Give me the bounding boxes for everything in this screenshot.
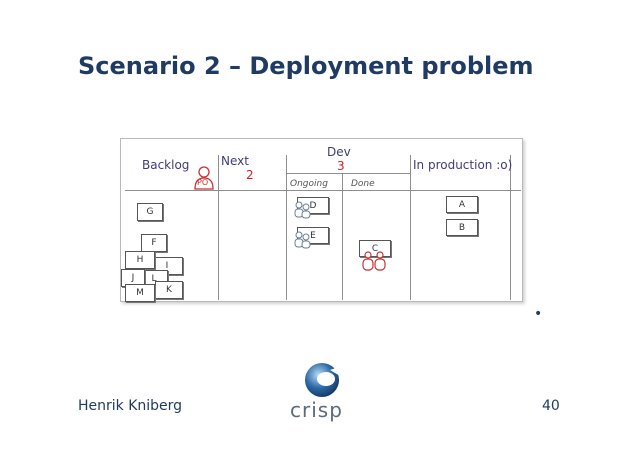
crisp-logo: crisp	[286, 360, 358, 422]
card-f[interactable]: F	[141, 234, 167, 252]
dev-wip-limit: 3	[337, 159, 345, 173]
product-owner-icon: PO	[193, 166, 215, 190]
card-k[interactable]: K	[155, 281, 183, 299]
next-wip-limit: 2	[246, 168, 254, 182]
prod-right-border	[510, 155, 511, 300]
next-dev-divider	[286, 155, 287, 300]
bullet-point: •	[534, 306, 543, 322]
developers-icon	[293, 201, 313, 219]
page-number: 40	[542, 398, 560, 414]
column-in-production: In production :o)	[413, 158, 513, 172]
column-next: Next	[221, 154, 249, 168]
dev-prod-divider	[410, 155, 411, 300]
card-g[interactable]: G	[137, 203, 163, 221]
header-divider	[125, 190, 521, 191]
dev-subheader-line	[287, 173, 410, 174]
card-b[interactable]: B	[446, 219, 478, 236]
developers-icon	[293, 231, 313, 249]
po-label: PO	[197, 178, 209, 187]
crisp-logo-icon	[305, 363, 342, 397]
author-name: Henrik Kniberg	[78, 398, 183, 414]
subcolumn-ongoing: Ongoing	[290, 179, 328, 189]
column-dev: Dev	[327, 145, 351, 159]
card-a[interactable]: A	[446, 196, 478, 213]
column-backlog: Backlog	[142, 158, 190, 172]
card-m[interactable]: M	[125, 284, 155, 302]
slide-title: Scenario 2 – Deployment problem	[78, 52, 534, 80]
card-h[interactable]: H	[125, 251, 155, 269]
kanban-board: Backlog Next 2 Dev 3 Ongoing Done In pro…	[120, 138, 523, 302]
logo-text: crisp	[290, 398, 343, 422]
subcolumn-done: Done	[351, 179, 375, 189]
backlog-next-divider	[218, 155, 219, 300]
ongoing-done-divider	[342, 174, 343, 300]
people-icon	[361, 251, 389, 271]
